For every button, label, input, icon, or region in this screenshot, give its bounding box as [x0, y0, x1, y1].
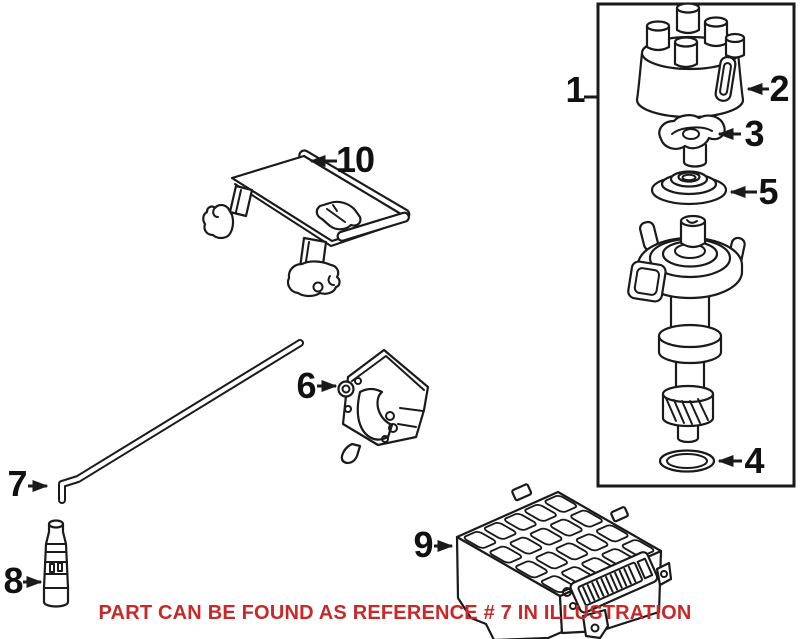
callout-ref-8: 8 — [3, 560, 23, 601]
callout-arrows — [23, 83, 769, 588]
caption-text: PART CAN BE FOUND AS REFERENCE # 7 IN IL… — [98, 602, 692, 624]
bracket-drawing — [202, 149, 411, 298]
callout-ref-1: 1 — [565, 69, 585, 110]
callout-ref-5: 5 — [758, 171, 778, 212]
callout-ref-10: 10 — [335, 139, 375, 180]
distributor-body-drawing — [627, 214, 746, 444]
rotor-drawing — [658, 114, 726, 168]
o-ring-drawing — [658, 449, 716, 473]
distributor-cap-drawing — [635, 2, 746, 119]
control-module-drawing — [457, 484, 671, 639]
callout-ref-6: 6 — [296, 365, 316, 406]
callout-ref-7: 7 — [7, 463, 27, 504]
callout-ref-3: 3 — [744, 113, 764, 154]
dust-cover-drawing — [650, 170, 728, 206]
callout-ref-4: 4 — [744, 440, 764, 481]
connector-sleeve-drawing — [42, 519, 70, 608]
callout-ref-9: 9 — [413, 524, 433, 565]
callout-ref-2: 2 — [769, 68, 789, 109]
ignition-coil-drawing — [337, 348, 430, 465]
ignition-cable-drawing — [58, 339, 304, 504]
